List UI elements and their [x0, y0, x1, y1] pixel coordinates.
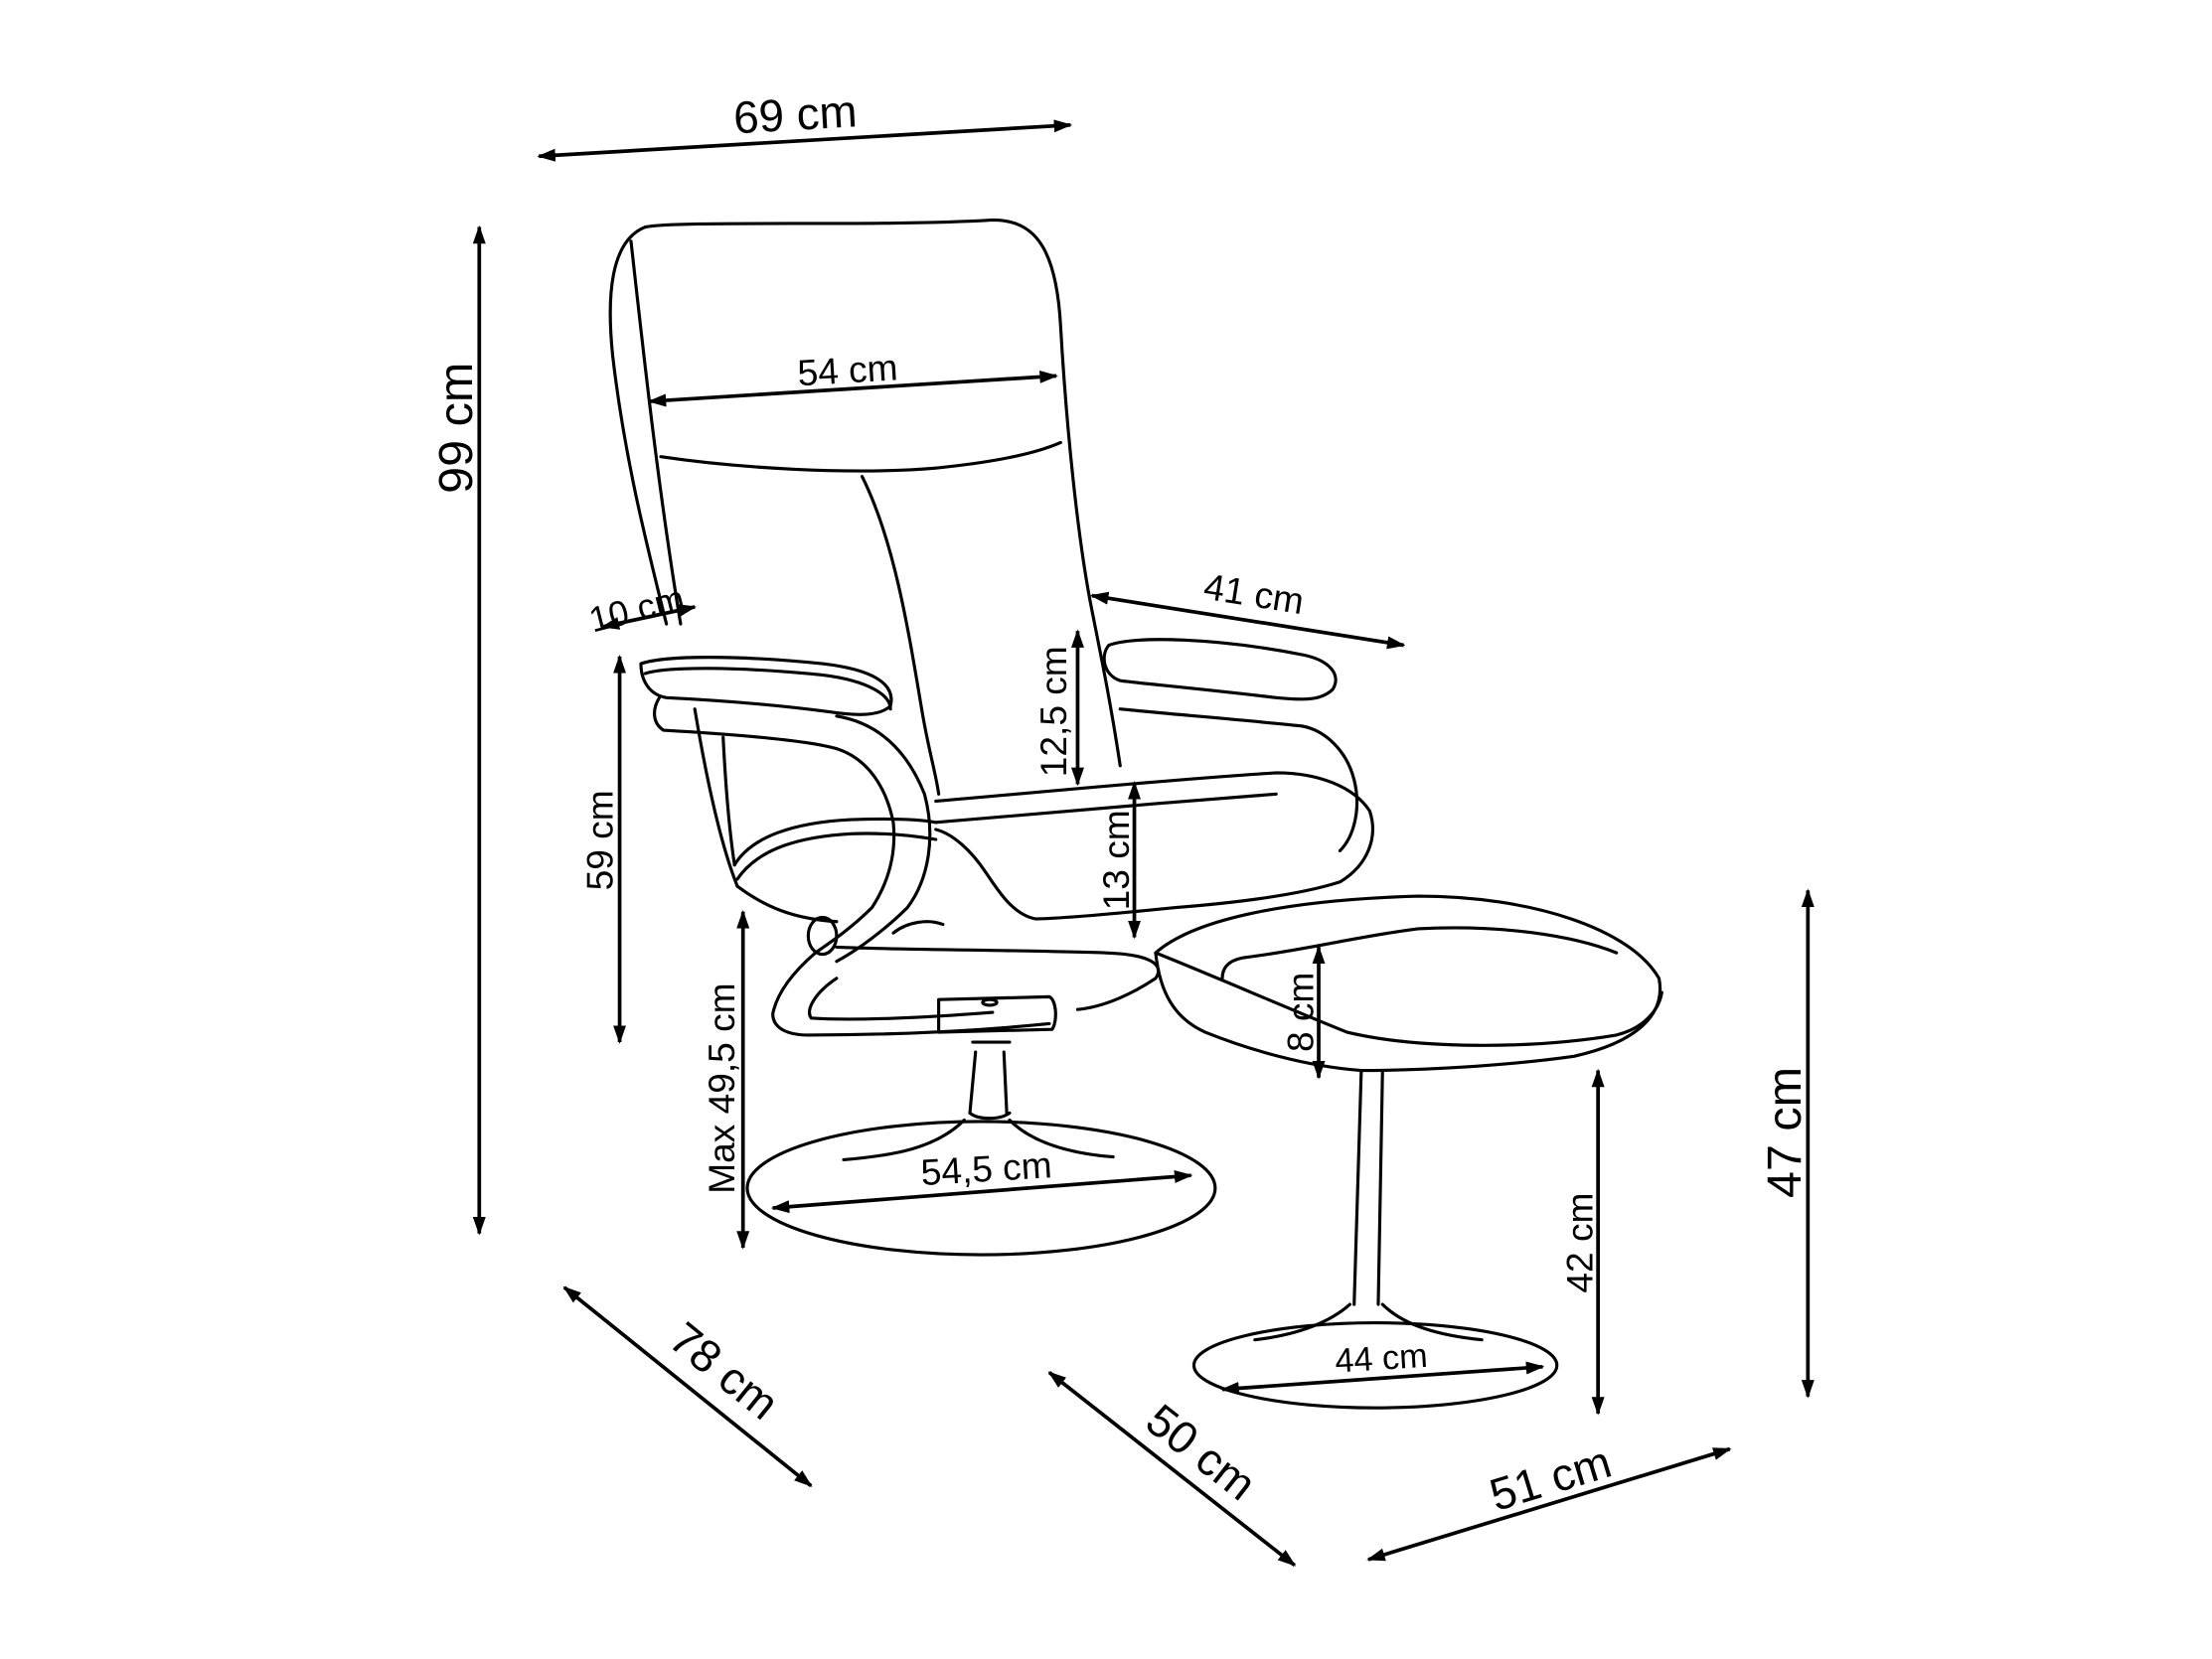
label-chair-base-diameter: 54,5 cm — [919, 1143, 1052, 1193]
right-armrest — [1102, 638, 1338, 701]
label-seat-cushion-height: 13 cm — [1095, 810, 1137, 910]
label-footstool-cushion: 8 cm — [1279, 973, 1321, 1052]
dim-chair-base-diameter — [770, 1169, 1193, 1214]
footstool-cushion — [1154, 894, 1662, 1073]
dim-armrest-depth — [1089, 591, 1406, 650]
label-footstool-leg: 42 cm — [1558, 1193, 1600, 1293]
label-armrest-depth: 41 cm — [1201, 565, 1307, 622]
dim-overall-depth — [562, 1285, 813, 1488]
label-seat-height: Max 49,5 cm — [701, 982, 742, 1193]
dimension-lines — [472, 119, 1815, 1568]
footstool-drawing — [1154, 894, 1663, 1410]
left-armrest — [639, 656, 893, 716]
dim-footstool-width — [1366, 1446, 1732, 1562]
label-armrest-width: 10 cm — [585, 578, 689, 640]
label-overall-depth: 78 cm — [660, 1312, 788, 1430]
label-armrest-height: 59 cm — [578, 790, 620, 890]
seat-cushion — [934, 771, 1374, 921]
chair-column — [968, 1040, 1012, 1115]
label-footstool-height: 47 cm — [1758, 1067, 1812, 1198]
label-overall-height: 99 cm — [429, 363, 483, 494]
footstool-base — [1191, 1320, 1559, 1410]
label-footstool-base: 44 cm — [1334, 1337, 1428, 1381]
recliner-chair-drawing — [608, 218, 1374, 1257]
dim-backrest-width — [647, 370, 1058, 407]
label-backrest-width: 54 cm — [796, 346, 898, 393]
dim-footstool-depth — [1047, 1371, 1297, 1568]
recline-knob — [806, 915, 839, 957]
footstool-leg — [1352, 1070, 1384, 1306]
label-footstool-width: 51 cm — [1484, 1436, 1617, 1521]
dim-overall-width — [537, 119, 1073, 162]
label-overall-width: 69 cm — [732, 85, 859, 143]
label-armrest-above-seat: 12,5 cm — [1032, 646, 1074, 777]
dim-armrest-width — [600, 604, 698, 630]
